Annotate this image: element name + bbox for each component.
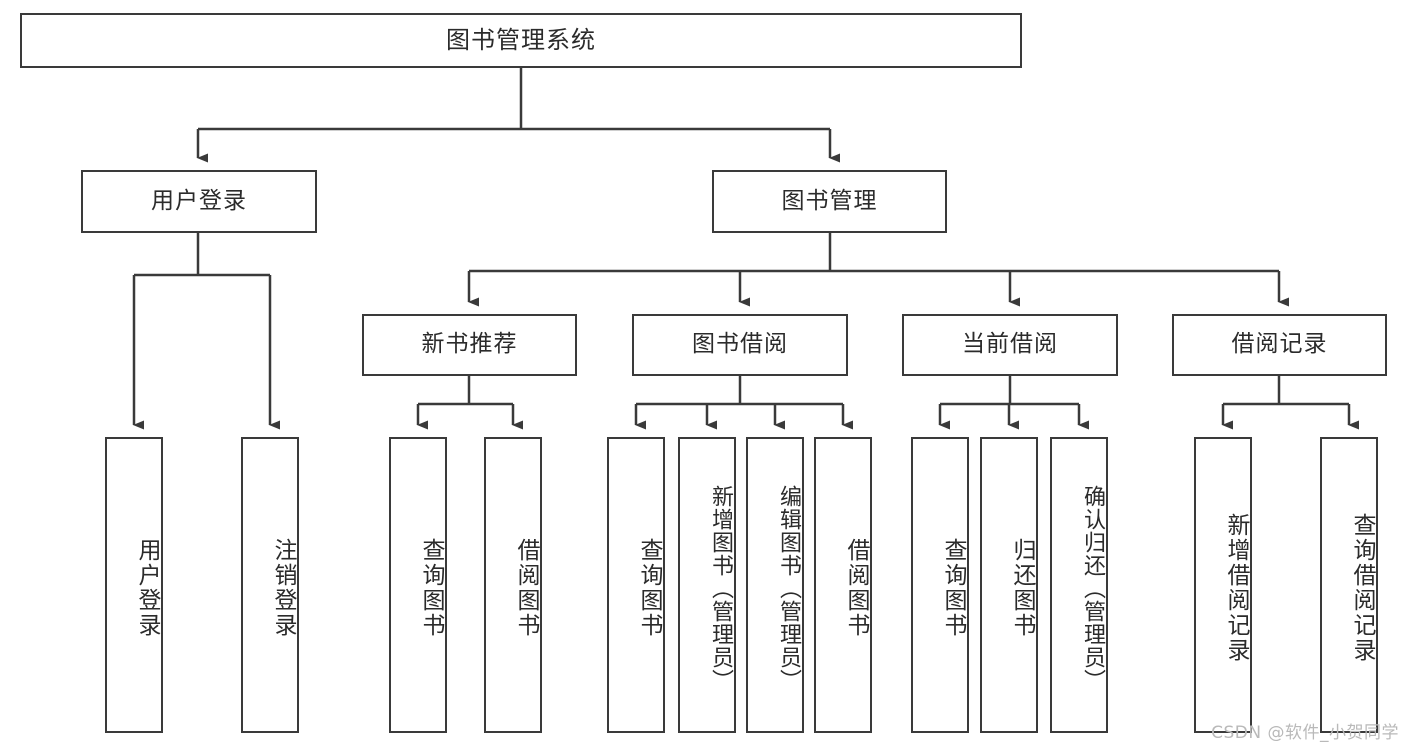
leaf-query-borrow-record[interactable]: 查询借阅记录 (1320, 437, 1378, 733)
leaf-logout[interactable]: 注销登录 (241, 437, 299, 733)
node-new-book-recommendation[interactable]: 新书推荐 (362, 314, 577, 376)
leaf-confirm-return-admin[interactable]: 确认归还（管理员） (1050, 437, 1108, 733)
node-borrowing-record[interactable]: 借阅记录 (1172, 314, 1387, 376)
node-user-login[interactable]: 用户登录 (81, 170, 317, 233)
leaf-borrow-books-recommend[interactable]: 借阅图书 (484, 437, 542, 733)
node-book-borrowing[interactable]: 图书借阅 (632, 314, 848, 376)
leaf-borrow-books[interactable]: 借阅图书 (814, 437, 872, 733)
leaf-user-login[interactable]: 用户登录 (105, 437, 163, 733)
leaf-query-books-recommend[interactable]: 查询图书 (389, 437, 447, 733)
watermark-text: CSDN @软件_小贺同学 (1211, 723, 1399, 743)
node-book-management[interactable]: 图书管理 (712, 170, 947, 233)
leaf-query-books-current[interactable]: 查询图书 (911, 437, 969, 733)
node-root-book-management-system[interactable]: 图书管理系统 (20, 13, 1022, 68)
leaf-add-book-admin[interactable]: 新增图书（管理员） (678, 437, 736, 733)
leaf-edit-book-admin[interactable]: 编辑图书（管理员） (746, 437, 804, 733)
leaf-return-books[interactable]: 归还图书 (980, 437, 1038, 733)
leaf-query-books-borrow[interactable]: 查询图书 (607, 437, 665, 733)
leaf-add-borrow-record[interactable]: 新增借阅记录 (1194, 437, 1252, 733)
node-current-borrowing[interactable]: 当前借阅 (902, 314, 1118, 376)
